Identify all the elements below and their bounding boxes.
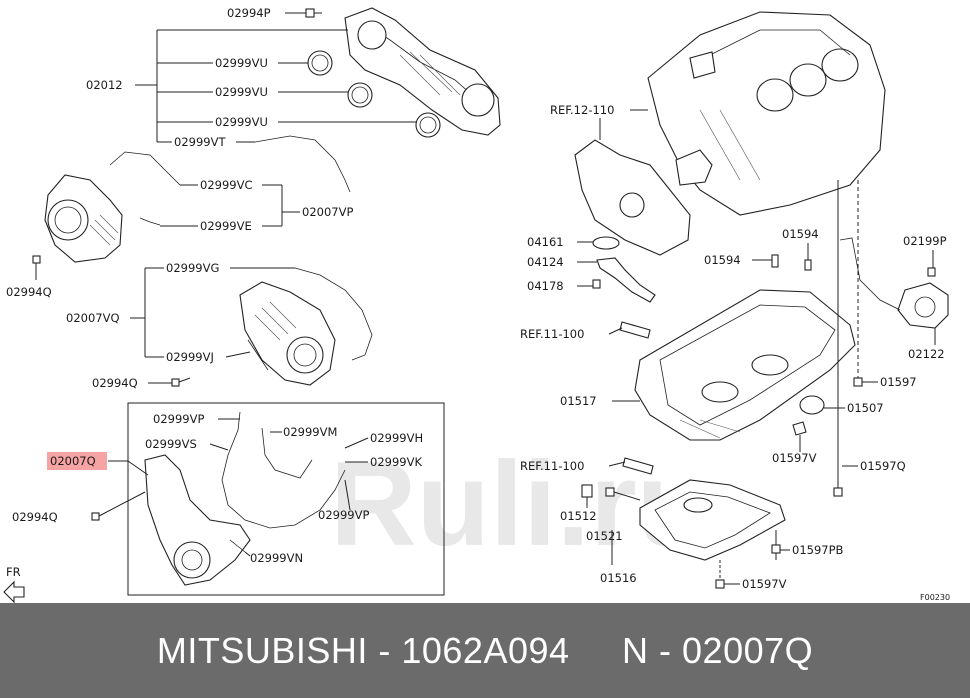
- leaders-02007VQ: [130, 267, 295, 384]
- label-F00230: F00230: [920, 593, 950, 602]
- gasket-02999VT: [254, 135, 351, 193]
- label-02999VM: 02999VM: [283, 425, 337, 439]
- label-04178: 04178: [527, 279, 564, 293]
- label-01594-1: 01594: [782, 227, 819, 241]
- label-02999VU-3: 02999VU: [215, 115, 268, 129]
- gasket-02999VP-VS: [221, 411, 346, 529]
- plug-01507: [792, 395, 825, 436]
- timing-cover-02007VP: [44, 174, 123, 263]
- gasket-02999VE: [139, 217, 161, 226]
- label-02999VC: 02999VC: [200, 178, 252, 192]
- label-01597V-2: 01597V: [742, 577, 787, 591]
- footer-bar: MITSUBISHI - 1062A094 N - 02007Q: [0, 603, 970, 698]
- gasket-02999VJ: [247, 339, 269, 371]
- upper-oil-pan-01517: [634, 289, 856, 441]
- oil-strainer-parts: [592, 236, 656, 303]
- label-02999VU-1: 02999VU: [215, 56, 268, 70]
- label-01597-1: 01597: [880, 375, 917, 389]
- seal-rings-upper: [307, 50, 441, 138]
- leaders-02007Q: [108, 418, 369, 557]
- label-REF11-2: REF.11-100: [520, 459, 584, 473]
- highlight-02007Q: [47, 452, 107, 470]
- strainer-REF11: [619, 321, 651, 339]
- label-01597V-1: 01597V: [772, 451, 817, 465]
- leaders-02007VP: [160, 184, 300, 227]
- label-01597PB: 01597PB: [792, 543, 844, 557]
- gasket-side: [839, 237, 901, 311]
- bolt-02994Q-3: [91, 491, 146, 521]
- label-02199P: 02199P: [903, 234, 947, 248]
- label-02012: 02012: [86, 78, 123, 92]
- label-REF12: REF.12-110: [550, 103, 614, 117]
- timing-cover-02007Q: [144, 454, 251, 586]
- label-01516: 01516: [600, 571, 637, 585]
- front-cover-REF12: [574, 139, 691, 256]
- gasket-02999VC: [109, 151, 181, 186]
- label-01512: 01512: [560, 509, 597, 523]
- bolt-02994Q-1: [32, 255, 41, 280]
- bolt-01597: [853, 377, 863, 387]
- label-02999VJ: 02999VJ: [166, 350, 214, 364]
- label-02999VP-2: 02999VP: [318, 508, 369, 522]
- bolt-02994P: [305, 8, 322, 18]
- label-02999VP-1: 02999VP: [153, 412, 204, 426]
- bolt-01597PB: [771, 530, 781, 560]
- label-02994Q-3: 02994Q: [12, 510, 58, 524]
- label-02007VQ: 02007VQ: [66, 311, 120, 325]
- timing-cover-02007VQ: [239, 281, 336, 386]
- label-02999VT: 02999VT: [174, 135, 226, 149]
- label-02999VU-2: 02999VU: [215, 85, 268, 99]
- label-02999VK: 02999VK: [370, 455, 422, 469]
- label-01521: 01521: [586, 529, 623, 543]
- label-02999VH: 02999VH: [370, 431, 423, 445]
- gasket-02999VG: [294, 267, 373, 361]
- label-01507: 01507: [847, 401, 884, 415]
- label-REF11-1: REF.11-100: [520, 327, 584, 341]
- label-01517: 01517: [560, 394, 597, 408]
- label-01594-2: 01594: [704, 253, 741, 267]
- cover-plate-02122: [897, 267, 949, 329]
- bolt-02994Q-2: [171, 377, 191, 387]
- leaders-02012: [135, 12, 416, 143]
- label-02999VS: 02999VS: [145, 437, 197, 451]
- lower-oil-pan-01516: [639, 479, 786, 561]
- footer-title: MITSUBISHI - 1062A094 N - 02007Q: [156, 629, 814, 671]
- dowel-01594: [771, 254, 812, 271]
- label-04161: 04161: [527, 235, 564, 249]
- gasket-02999VM: [261, 427, 313, 479]
- front-arrow-icon: [3, 580, 25, 603]
- label-FR: FR: [6, 565, 21, 579]
- detail-box: [127, 402, 445, 596]
- label-02999VN: 02999VN: [250, 551, 303, 565]
- bolt-01597Q: [833, 487, 843, 497]
- label-02994P: 02994P: [227, 6, 271, 20]
- parts-diagram: Ruli.ru 02994P 02012 02999VU 02999VU 029…: [3, 6, 950, 603]
- engine-block: [647, 11, 886, 216]
- upper-timing-cover: [344, 7, 501, 136]
- label-02994Q-1: 02994Q: [6, 285, 52, 299]
- label-02007VP: 02007VP: [302, 205, 353, 219]
- label-02999VG: 02999VG: [166, 261, 219, 275]
- label-01597Q: 01597Q: [860, 459, 906, 473]
- label-04124: 04124: [527, 255, 564, 269]
- label-02999VE: 02999VE: [200, 219, 252, 233]
- label-02994Q-2: 02994Q: [92, 376, 138, 390]
- bolt-01597V-2: [715, 579, 725, 589]
- gasket-02999VN: [229, 539, 246, 553]
- strainer-REF11-2: [622, 457, 654, 475]
- label-02122: 02122: [908, 347, 945, 361]
- label-02007Q: 02007Q: [50, 454, 96, 468]
